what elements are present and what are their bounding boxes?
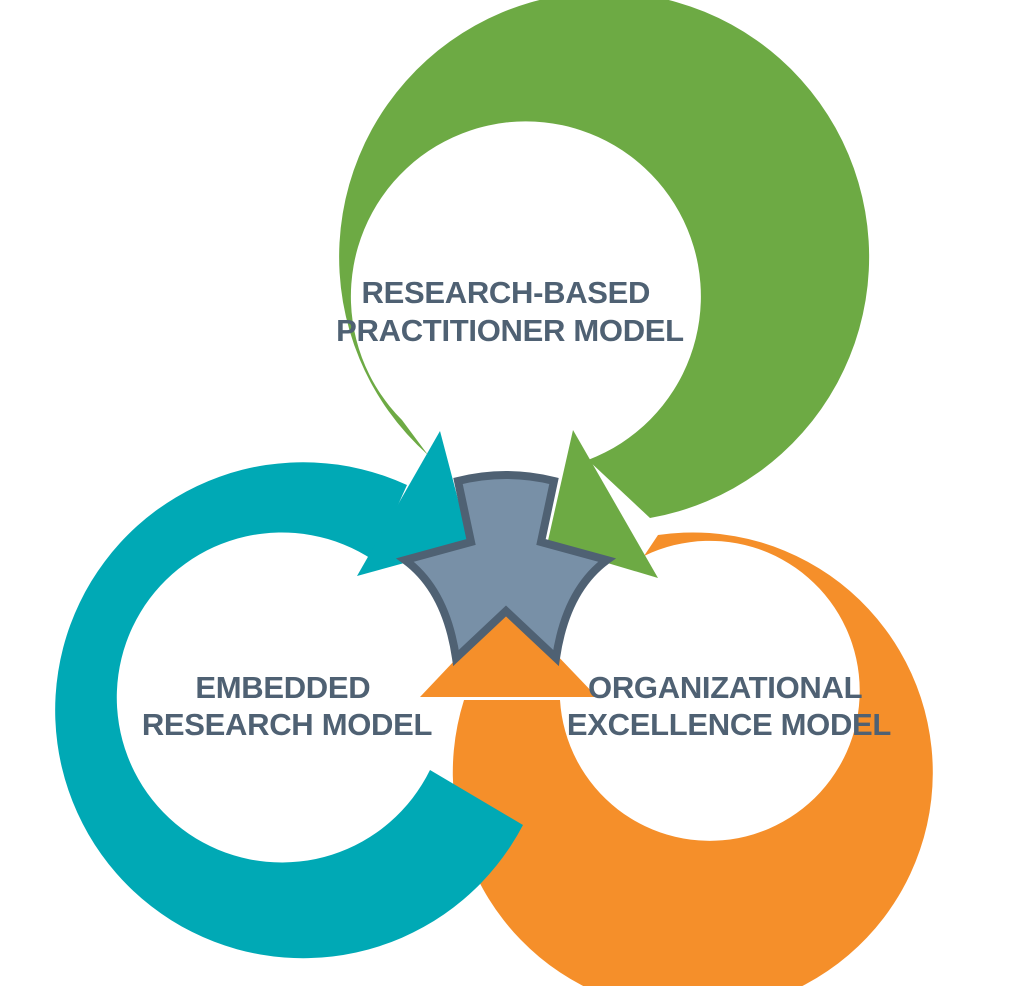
orange-cycle-arrow bbox=[452, 532, 933, 986]
label-organizational-excellence: ORGANIZATIONAL EXCELLENCE MODEL bbox=[567, 670, 891, 742]
label-line: EMBEDDED bbox=[195, 670, 370, 705]
label-research-based-practitioner: RESEARCH-BASED PRACTITIONER MODEL bbox=[336, 275, 684, 348]
label-embedded-research: EMBEDDED RESEARCH MODEL bbox=[142, 670, 432, 742]
orange-arrow-head-icon bbox=[420, 604, 597, 697]
three-point-star-icon bbox=[395, 471, 617, 667]
label-line: ORGANIZATIONAL bbox=[588, 670, 862, 705]
teal-arrow-head-icon bbox=[357, 431, 470, 576]
teal-cycle-arrow bbox=[55, 462, 524, 959]
embedded-research-cycle bbox=[55, 431, 524, 959]
label-line: RESEARCH MODEL bbox=[142, 707, 432, 742]
green-arrow-head-icon bbox=[547, 430, 658, 578]
green-cycle-arrow bbox=[339, 0, 870, 518]
central-hub bbox=[395, 471, 617, 667]
research-based-practitioner-cycle bbox=[339, 0, 870, 578]
label-line: EXCELLENCE MODEL bbox=[567, 707, 891, 742]
label-line: RESEARCH-BASED bbox=[362, 275, 651, 310]
organizational-excellence-cycle bbox=[420, 532, 933, 986]
label-line: PRACTITIONER MODEL bbox=[336, 313, 684, 348]
